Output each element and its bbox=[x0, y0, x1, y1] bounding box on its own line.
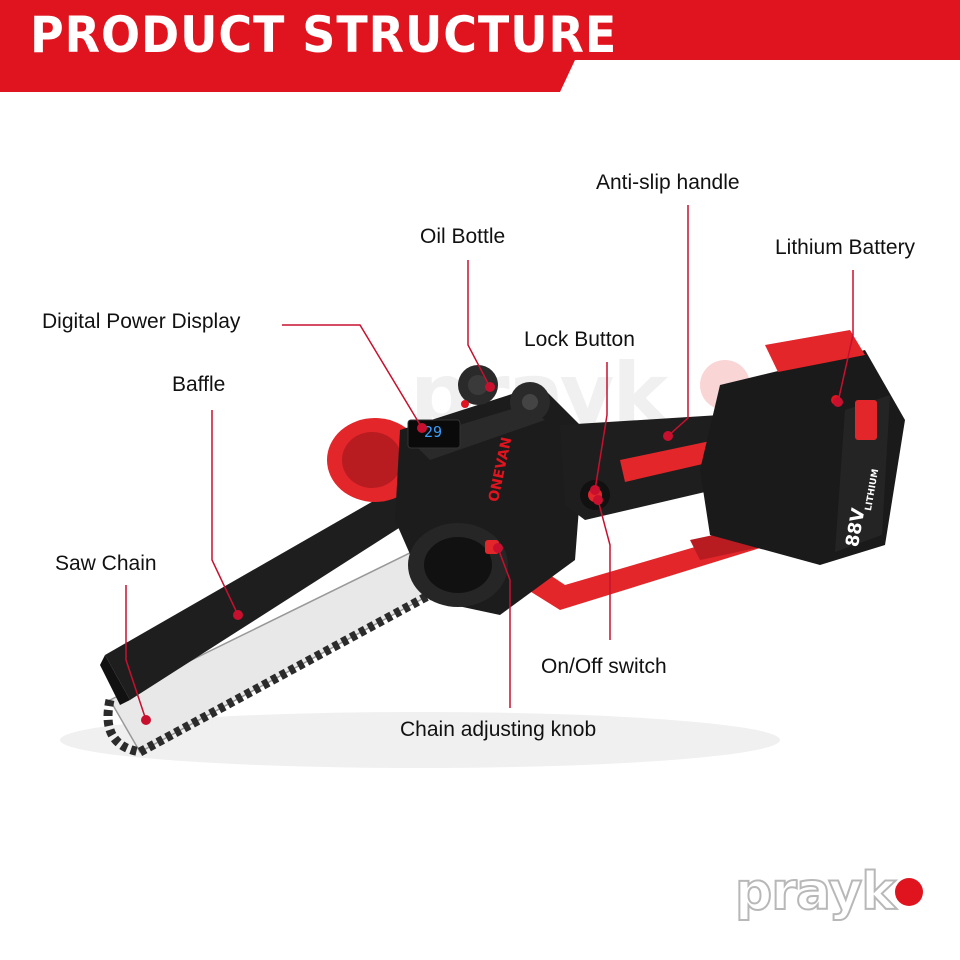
label-lock-button: Lock Button bbox=[524, 328, 635, 351]
callout-lock-button bbox=[594, 362, 608, 491]
callout-anti-slip-handle bbox=[667, 205, 689, 437]
callout-on-off-switch bbox=[597, 499, 611, 640]
callout-baffle bbox=[211, 410, 239, 616]
label-anti-slip-handle: Anti-slip handle bbox=[596, 171, 740, 194]
header-banner: PRODUCT STRUCTURE bbox=[0, 0, 960, 100]
page-title: PRODUCT STRUCTURE bbox=[30, 6, 618, 64]
callout-digital-power-display bbox=[282, 324, 423, 429]
callout-saw-chain bbox=[125, 585, 147, 721]
label-lithium-battery: Lithium Battery bbox=[775, 236, 916, 259]
brand-logo: prayk bbox=[734, 861, 897, 923]
label-oil-bottle: Oil Bottle bbox=[420, 225, 506, 248]
callout-chain-adjusting-knob bbox=[497, 547, 511, 708]
display-readout: 29 bbox=[424, 423, 443, 441]
label-chain-adjusting-knob: Chain adjusting knob bbox=[400, 718, 597, 741]
header-shape bbox=[0, 0, 960, 92]
callout-lithium-battery bbox=[837, 270, 854, 403]
brand-logo-dot bbox=[895, 878, 923, 906]
label-digital-power-display: Digital Power Display bbox=[42, 310, 241, 333]
callout-oil-bottle bbox=[467, 260, 491, 388]
label-saw-chain: Saw Chain bbox=[55, 552, 157, 575]
label-on-off-switch: On/Off switch bbox=[541, 655, 667, 678]
label-baffle: Baffle bbox=[172, 373, 226, 396]
